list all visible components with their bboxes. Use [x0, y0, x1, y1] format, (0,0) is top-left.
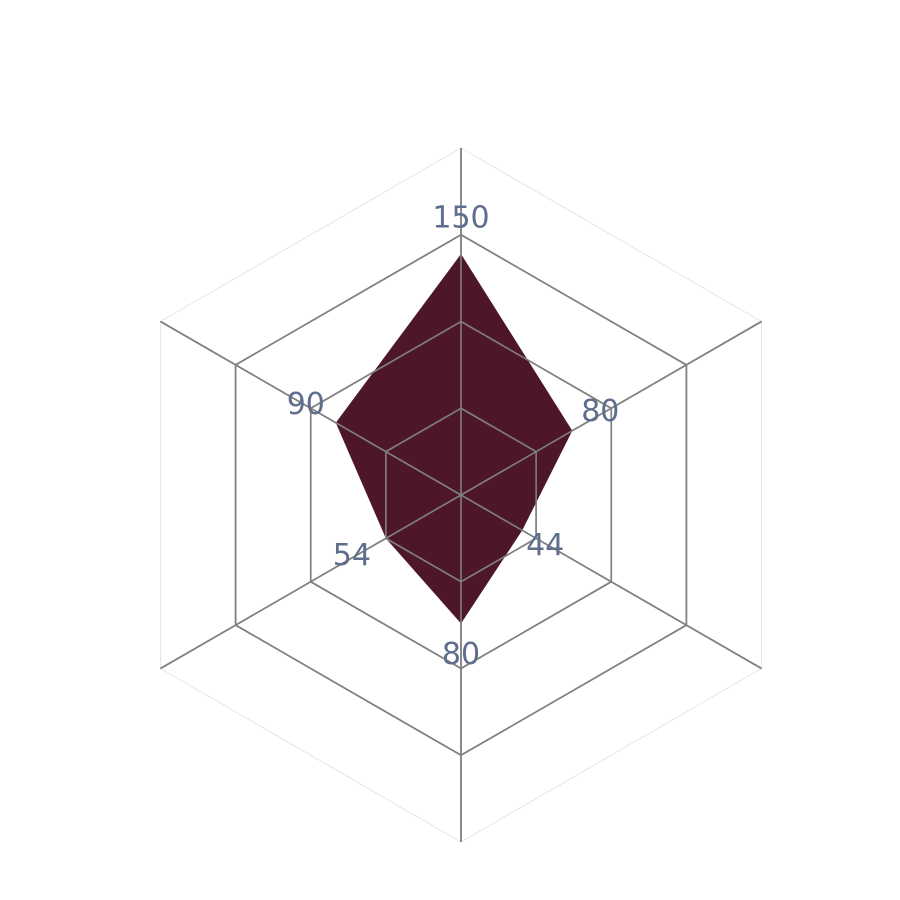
data-label-layer: 150 80 44 80 54 90: [287, 201, 620, 673]
data-label-1: 150: [432, 201, 489, 236]
data-label-6: 90: [287, 387, 325, 422]
series-area-1: [335, 254, 573, 624]
grid-ring-overlay-3: [234, 233, 688, 757]
data-label-4: 80: [442, 637, 480, 672]
data-label-3: 44: [526, 528, 564, 563]
grid-ring-overlay-2: [309, 320, 613, 670]
data-label-2: 80: [581, 394, 619, 429]
series-layer: [160, 148, 762, 842]
grid-ring-overlay-1: [385, 407, 537, 583]
data-label-5: 54: [333, 538, 371, 573]
